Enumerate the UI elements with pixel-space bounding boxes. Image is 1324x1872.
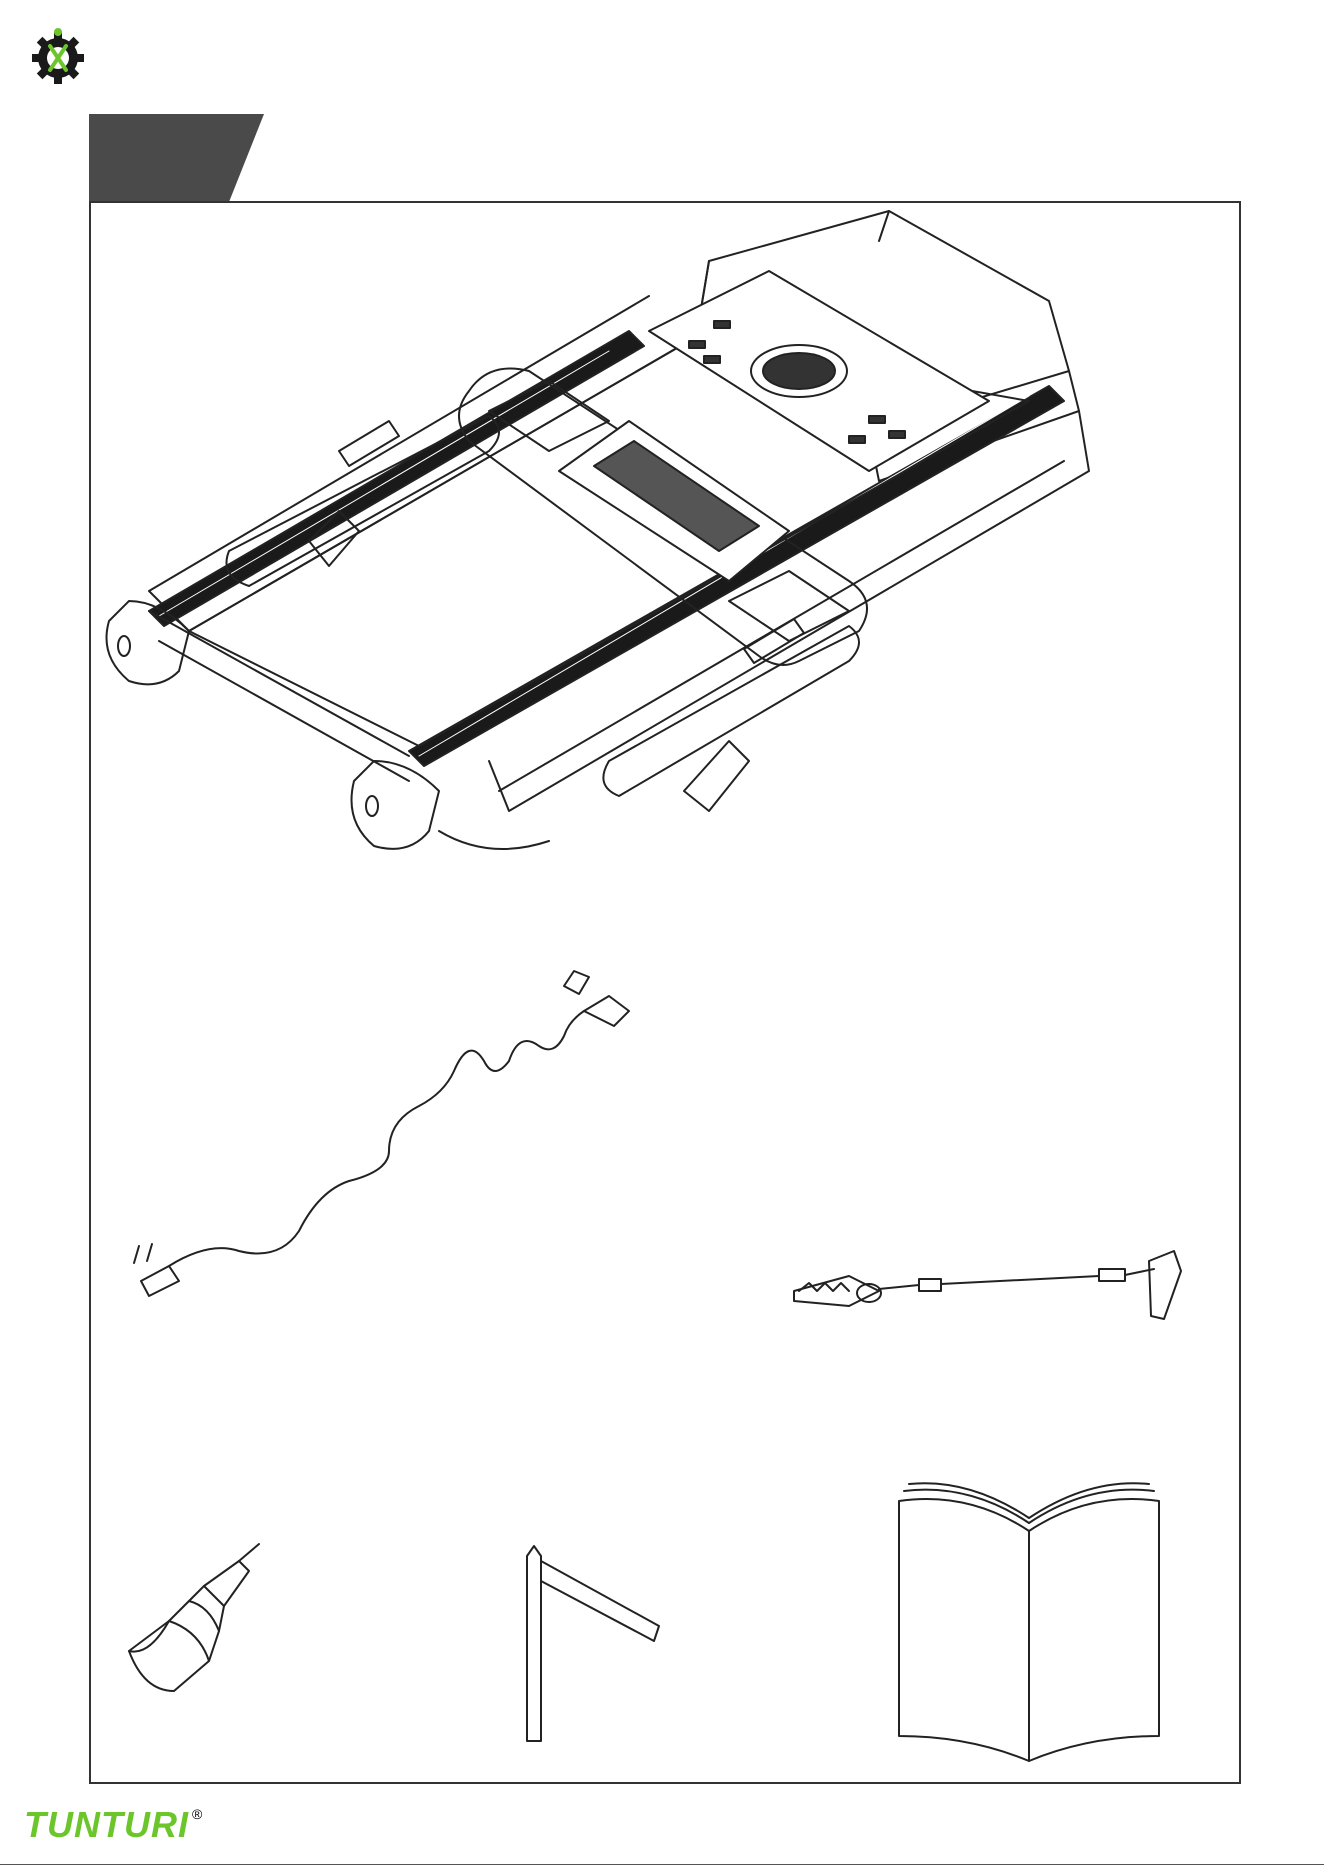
power-cord-drawing (134, 971, 629, 1296)
section-tab (89, 114, 264, 202)
safety-key-clip-drawing (794, 1251, 1181, 1319)
treadmill-drawing (107, 211, 1090, 849)
footer-rule (0, 1864, 1324, 1865)
registered-mark: ® (192, 1807, 202, 1821)
brand-logo: TUNTURI ® (24, 1805, 202, 1845)
lubricant-bottle-drawing (129, 1544, 259, 1691)
user-manual-drawing (899, 1483, 1159, 1761)
gear-wrench-icon (28, 26, 88, 86)
parts-illustration (89, 201, 1241, 1784)
brand-name: TUNTURI (24, 1805, 189, 1845)
allen-key-drawing (527, 1546, 659, 1741)
